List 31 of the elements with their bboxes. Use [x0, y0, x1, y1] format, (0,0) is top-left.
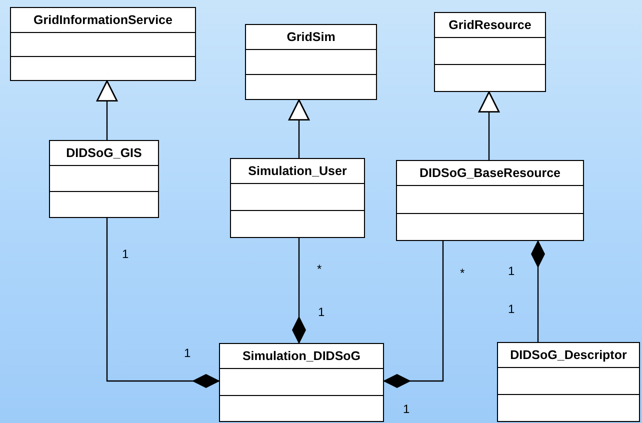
multiplicity-label: 1 [318, 305, 325, 319]
multiplicity-label: 1 [508, 302, 515, 316]
inheritance-arrow [96, 80, 118, 140]
multiplicity-label: 1 [403, 402, 410, 416]
composition-line [292, 238, 306, 344]
inheritance-arrow [288, 99, 310, 158]
class-box [230, 158, 365, 238]
multiplicity-label: * [317, 262, 322, 276]
class-box [10, 7, 196, 81]
class-box [245, 24, 377, 100]
class-name: DIDSoG_BaseResource [418, 165, 562, 182]
multiplicity-label: 1 [122, 247, 129, 261]
class-box [434, 12, 546, 92]
class-name: DIDSoG_GIS [65, 145, 143, 162]
class-name: DIDSoG_Descriptor [509, 347, 628, 364]
multiplicity-label: 1 [508, 264, 515, 278]
class-name: Simulation_User [247, 163, 348, 180]
class-name: GridSim [286, 29, 336, 46]
multiplicity-label: * [460, 266, 465, 280]
class-name: GridInformationService [32, 12, 174, 29]
composition-line [106, 218, 220, 388]
inheritance-arrow [478, 91, 500, 160]
class-box [49, 140, 159, 218]
class-name: GridResource [448, 17, 532, 34]
composition-line [531, 240, 545, 342]
multiplicity-label: 1 [184, 346, 191, 360]
composition-line [383, 241, 444, 388]
class-box [497, 342, 640, 422]
class-name: Simulation_DIDSoG [241, 348, 362, 365]
class-box [396, 160, 584, 241]
class-box [219, 343, 384, 422]
